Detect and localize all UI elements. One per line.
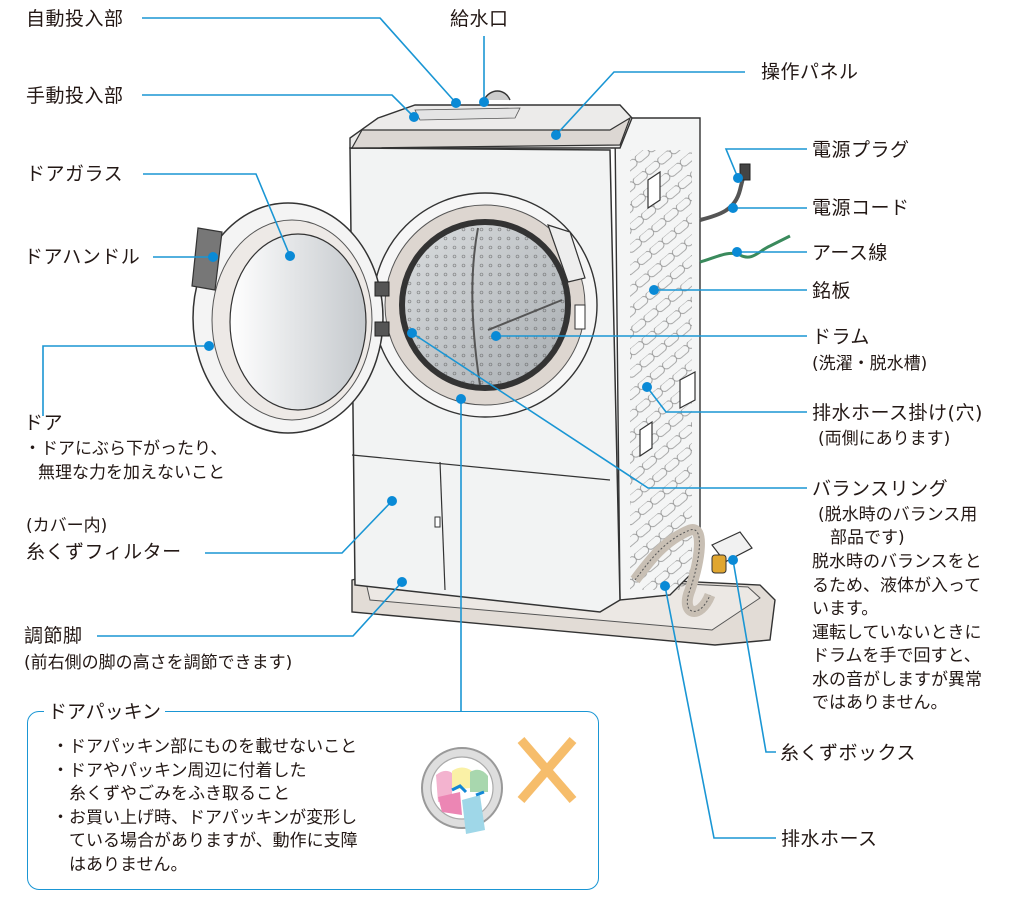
label-rating-plate: 銘板: [812, 280, 852, 302]
power-cord: [699, 163, 751, 222]
door-gasket-note-box: [27, 711, 599, 890]
leader-power-plug: [724, 148, 807, 179]
leader-control-panel: [555, 71, 745, 136]
label-door: ドア: [24, 412, 64, 434]
leader-door: [42, 345, 209, 416]
leader-door-glass: [143, 173, 291, 257]
door-opening: [372, 192, 598, 418]
label-lint-box: 糸くずボックス: [780, 742, 916, 764]
balance-ring-desc-line: ドラムを手で回すと、: [812, 646, 981, 666]
label-adjustable-foot-note: (前右側の脚の高さを調節できます): [24, 653, 293, 673]
door-gasket-bullet: はありません。: [52, 854, 188, 875]
label-drain-hose: 排水ホース: [781, 828, 878, 850]
leader-lines: [42, 17, 807, 839]
balance-ring-description: 脱水時のバランスをと るため、液体が入って います。 運転していないときに ドラ…: [812, 551, 982, 716]
label-power-plug: 電源プラグ: [812, 139, 910, 161]
label-lint-filter: 糸くずフィルター: [26, 541, 182, 563]
label-earth-wire: アース線: [812, 242, 888, 264]
label-drum: ドラム: [812, 326, 870, 348]
laundry-on-gasket-prohibited-icon: [421, 747, 503, 834]
label-control-panel: 操作パネル: [761, 61, 859, 83]
label-auto-dispenser: 自動投入部: [26, 8, 124, 30]
open-door: [191, 202, 390, 434]
balance-ring-desc-line: るため、液体が入って: [812, 575, 982, 596]
machine-top: [349, 90, 633, 149]
door-gasket-title: ドアパッキン: [44, 700, 166, 724]
label-drain-hose-hook-note: (両側にあります): [818, 429, 951, 449]
balance-ring-desc-line: 運転していないときに: [812, 622, 982, 643]
label-drum-note: (洗濯・脱水槽): [812, 354, 928, 374]
leader-balance-ring: [411, 332, 807, 489]
leader-auto-dispenser: [142, 17, 457, 104]
door-gasket-bullet: ・ドアやパッキン周辺に付着した: [52, 760, 307, 781]
drain-hose-assembly: [630, 524, 753, 617]
label-power-cord: 電源コード: [812, 197, 910, 219]
leader-manual-dispenser: [142, 94, 415, 118]
door-gasket-bullet: 糸くずやごみをふき取ること: [52, 784, 290, 804]
label-door-glass: ドアガラス: [26, 163, 124, 185]
label-balance-ring: バランスリング: [812, 478, 949, 500]
leader-dots: [204, 97, 743, 591]
balance-ring-desc-line: 水の音がしますが異常: [812, 669, 982, 690]
label-balance-ring-note-2: 部品です): [830, 528, 905, 548]
label-adjustable-foot: 調節脚: [24, 625, 83, 647]
label-water-inlet: 給水口: [450, 8, 509, 30]
label-door-note-1: ・ドアにぶら下がったり、: [24, 439, 228, 459]
door-gasket-bullets: ・ドアパッキン部にものを載せないこと ・ドアやパッキン周辺に付着した 糸くずやご…: [52, 736, 358, 877]
balance-ring-desc-line: います。: [812, 599, 879, 619]
leader-drain-hose-hook: [646, 386, 807, 413]
earth-wire: [699, 234, 791, 264]
leader-adjustable-foot: [97, 581, 403, 637]
door-gasket-bullet: ・お買い上げ時、ドアパッキンが変形し: [52, 807, 358, 828]
label-lint-filter-note: (カバー内): [26, 516, 108, 536]
balance-ring-desc-line: ではありません。: [812, 693, 948, 713]
leader-lint-box: [732, 559, 776, 753]
door-gasket-bullet: ・ドアパッキン部にものを載せないこと: [52, 737, 358, 757]
label-door-handle: ドアハンドル: [24, 246, 141, 268]
door-gasket-bullet: ている場合がありますが、動作に支障: [52, 831, 358, 851]
label-manual-dispenser: 手動投入部: [26, 85, 124, 107]
prohibited-x-icon: [517, 737, 577, 803]
leader-lint-filter: [205, 500, 393, 554]
leader-drain-hose: [664, 585, 776, 839]
balance-ring-desc-line: 脱水時のバランスをと: [812, 552, 982, 572]
label-balance-ring-note-1: (脱水時のバランス用: [818, 505, 978, 525]
label-door-note-2: 無理な力を加えないこと: [38, 463, 225, 483]
label-drain-hose-hook: 排水ホース掛け(穴): [812, 402, 983, 424]
